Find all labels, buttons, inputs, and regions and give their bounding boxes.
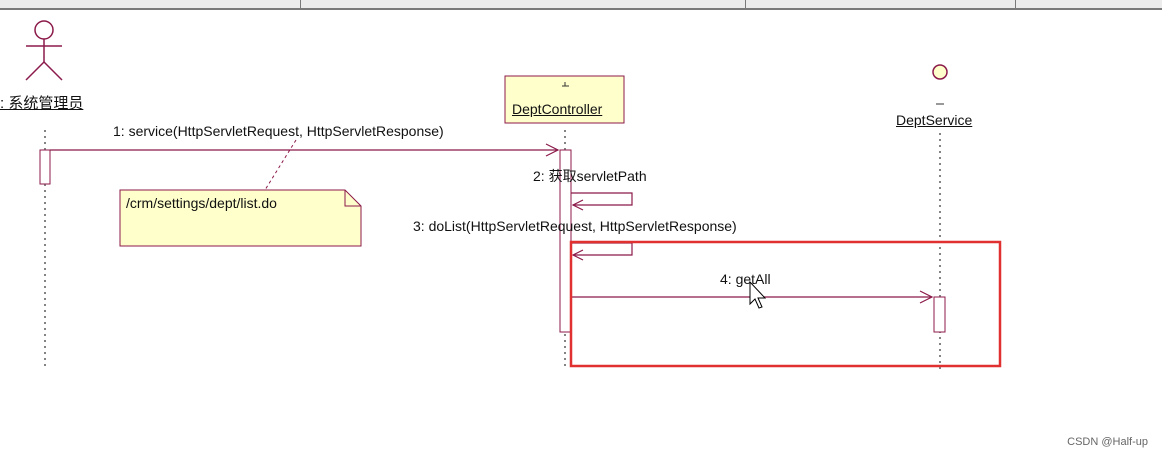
message-2-arrow[interactable] [571, 192, 633, 206]
toolbar-separator [300, 0, 301, 8]
entity-circle-icon[interactable] [932, 64, 948, 80]
note-anchor-line [264, 139, 297, 191]
message-4-label: 4: getAll [720, 271, 771, 287]
note-fold-corner [344, 190, 361, 207]
message-3-label: 3: doList(HttpServletRequest, HttpServle… [413, 218, 737, 234]
note-text: /crm/settings/dept/list.do [126, 195, 277, 211]
highlight-rectangle [569, 240, 1002, 368]
message-1-label: 1: service(HttpServletRequest, HttpServl… [113, 123, 444, 139]
toolbar-separator [745, 0, 746, 8]
controller-label: DeptController [512, 101, 603, 117]
message-3-arrow[interactable] [571, 242, 633, 256]
mouse-cursor-icon [749, 280, 767, 309]
admin-activation [39, 149, 51, 185]
watermark-text: CSDN @Half-up [1067, 436, 1148, 448]
toolbar-separator [1015, 0, 1016, 8]
service-activation [933, 296, 946, 333]
service-label: DeptService [896, 112, 973, 128]
message-3-arrowhead [571, 249, 584, 261]
top-toolbar-strip [0, 0, 1162, 10]
actor-figure-icon[interactable] [25, 20, 63, 81]
note-box[interactable] [119, 189, 362, 247]
message-2-arrowhead [571, 199, 584, 211]
message-1-arrowhead [545, 143, 560, 157]
message-2-label: 2: 获取servletPath [533, 168, 647, 184]
admin-actor-label: : 系统管理员 [0, 95, 84, 112]
message-4-arrowhead [919, 290, 934, 304]
